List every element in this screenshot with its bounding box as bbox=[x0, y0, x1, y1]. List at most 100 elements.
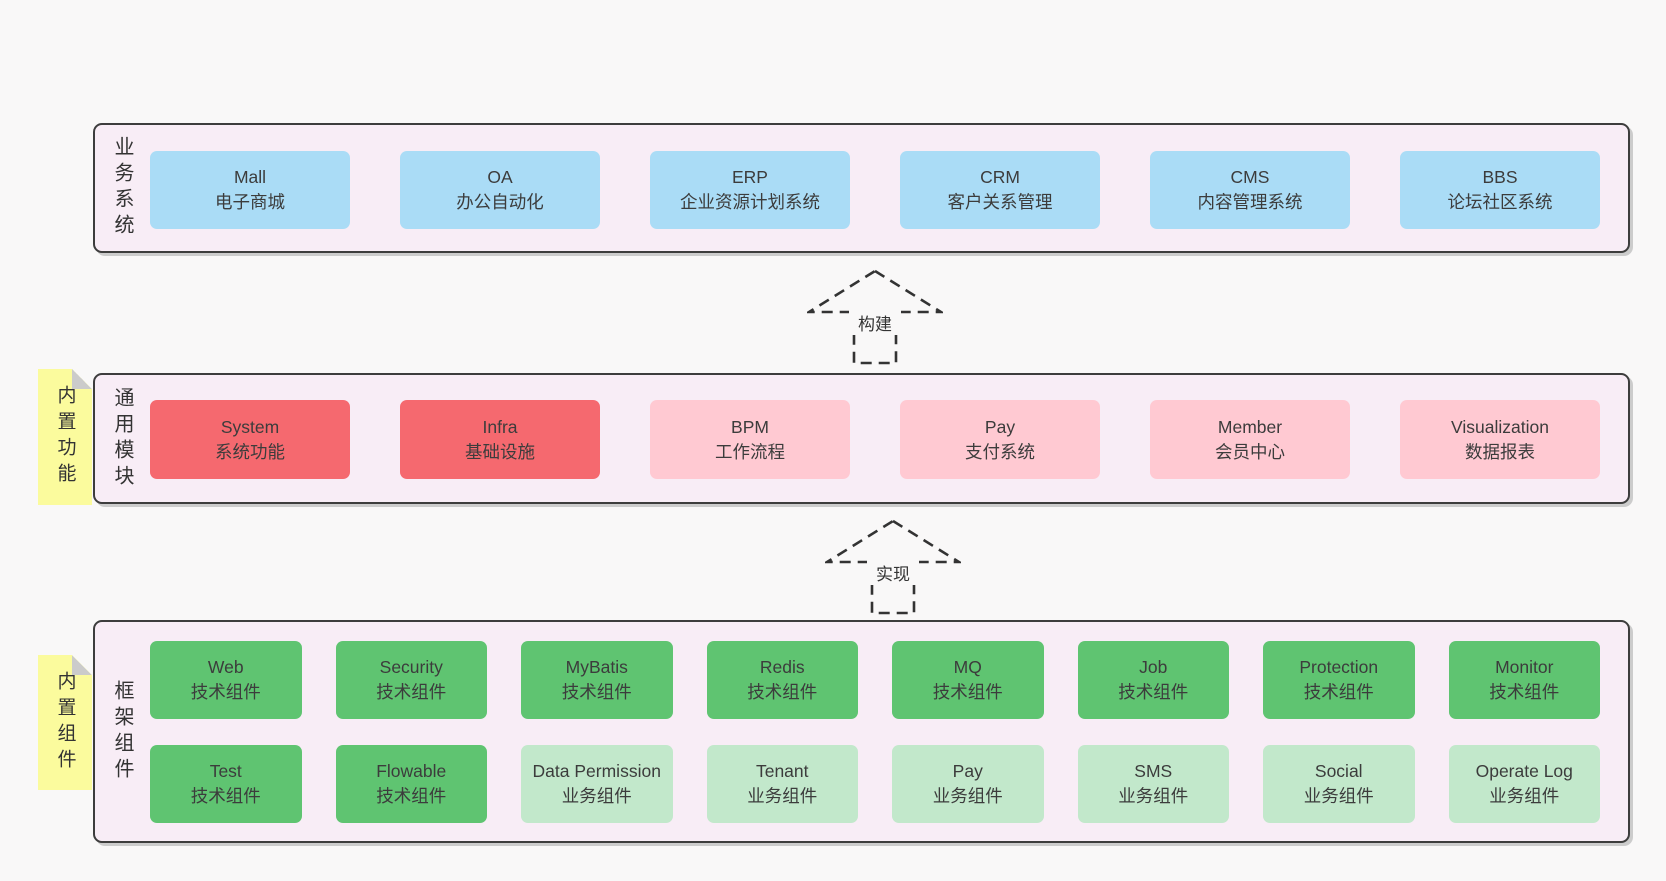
box-cms: CMS 内容管理系统 bbox=[1150, 151, 1350, 229]
box-web-desc: 技术组件 bbox=[190, 682, 261, 702]
box-member: Member 会员中心 bbox=[1150, 400, 1350, 479]
box-sms-name: SMS bbox=[1134, 761, 1173, 781]
build-arrow-label: 构建 bbox=[849, 309, 901, 335]
box-social: Social 业务组件 bbox=[1263, 745, 1415, 823]
box-test: Test 技术组件 bbox=[150, 745, 302, 823]
box-redis: Redis 技术组件 bbox=[706, 641, 858, 719]
box-security-desc: 技术组件 bbox=[376, 682, 447, 702]
business-systems-row: Mall 电子商城 OA 办公自动化 ERP 企业资源计划系统 CRM 客户关系… bbox=[150, 151, 1600, 229]
builtin-functions-note-label: 内置功能 bbox=[54, 385, 76, 489]
box-erp-desc: 企业资源计划系统 bbox=[680, 192, 820, 212]
box-bpm-desc: 工作流程 bbox=[715, 441, 785, 462]
box-pay-module-desc: 支付系统 bbox=[965, 441, 1035, 462]
box-pay-component-name: Pay bbox=[952, 761, 983, 781]
builtin-functions-note: 内置功能 bbox=[38, 369, 92, 505]
box-bbs: BBS 论坛社区系统 bbox=[1400, 151, 1600, 229]
box-web: Web 技术组件 bbox=[150, 641, 302, 719]
box-oa-desc: 办公自动化 bbox=[456, 192, 544, 212]
box-crm-desc: 客户关系管理 bbox=[947, 192, 1053, 212]
box-redis-desc: 技术组件 bbox=[747, 682, 818, 702]
box-bpm: BPM 工作流程 bbox=[650, 400, 850, 479]
box-social-name: Social bbox=[1314, 761, 1363, 781]
framework-components-section: 框架组件 Web 技术组件 Security 技术组件 MyBatis 技术组件… bbox=[93, 620, 1630, 843]
box-social-desc: 业务组件 bbox=[1303, 786, 1374, 806]
box-infra-name: Infra bbox=[482, 416, 518, 437]
box-flowable-desc: 技术组件 bbox=[376, 786, 447, 806]
implement-arrow-label: 实现 bbox=[867, 559, 919, 585]
common-modules-section-label: 通用模块 bbox=[111, 386, 133, 491]
box-pay-component-desc: 业务组件 bbox=[932, 786, 1003, 806]
business-systems-section: 业务系统 Mall 电子商城 OA 办公自动化 ERP 企业资源计划系统 CRM… bbox=[93, 123, 1630, 253]
framework-components-section-label: 框架组件 bbox=[111, 679, 133, 784]
box-sms: SMS 业务组件 bbox=[1077, 745, 1229, 823]
box-mq-desc: 技术组件 bbox=[932, 682, 1003, 702]
box-infra-desc: 基础设施 bbox=[465, 441, 535, 462]
box-protection: Protection 技术组件 bbox=[1263, 641, 1415, 719]
common-modules-section: 通用模块 System 系统功能 Infra 基础设施 BPM 工作流程 Pay… bbox=[93, 373, 1630, 504]
box-crm-name: CRM bbox=[980, 167, 1020, 187]
box-oa: OA 办公自动化 bbox=[400, 151, 600, 229]
common-modules-row: System 系统功能 Infra 基础设施 BPM 工作流程 Pay 支付系统… bbox=[150, 400, 1600, 479]
framework-components-row-2: Test 技术组件 Flowable 技术组件 Data Permission … bbox=[150, 745, 1600, 823]
box-mybatis-desc: 技术组件 bbox=[561, 682, 632, 702]
box-infra: Infra 基础设施 bbox=[400, 400, 600, 479]
builtin-components-note: 内置组件 bbox=[38, 655, 92, 790]
box-system-desc: 系统功能 bbox=[215, 441, 285, 462]
box-pay-component: Pay 业务组件 bbox=[892, 745, 1044, 823]
box-bpm-name: BPM bbox=[731, 416, 769, 437]
box-security: Security 技术组件 bbox=[335, 641, 487, 719]
box-erp: ERP 企业资源计划系统 bbox=[650, 151, 850, 229]
box-mall: Mall 电子商城 bbox=[150, 151, 350, 229]
box-mall-desc: 电子商城 bbox=[215, 192, 285, 212]
box-protection-name: Protection bbox=[1299, 657, 1379, 677]
box-operate-log-desc: 业务组件 bbox=[1489, 786, 1560, 806]
box-job: Job 技术组件 bbox=[1077, 641, 1229, 719]
box-erp-name: ERP bbox=[732, 167, 768, 187]
box-job-name: Job bbox=[1139, 657, 1168, 677]
box-data-permission-name: Data Permission bbox=[532, 761, 661, 781]
box-oa-name: OA bbox=[487, 167, 513, 187]
box-sms-desc: 业务组件 bbox=[1118, 786, 1189, 806]
box-mq-name: MQ bbox=[953, 657, 982, 677]
box-security-name: Security bbox=[379, 657, 443, 677]
box-flowable: Flowable 技术组件 bbox=[335, 745, 487, 823]
framework-components-row-1: Web 技术组件 Security 技术组件 MyBatis 技术组件 Redi… bbox=[150, 641, 1600, 719]
box-operate-log-name: Operate Log bbox=[1475, 761, 1573, 781]
builtin-components-note-label: 内置组件 bbox=[54, 670, 76, 775]
box-member-desc: 会员中心 bbox=[1215, 441, 1285, 462]
box-protection-desc: 技术组件 bbox=[1303, 682, 1374, 702]
box-crm: CRM 客户关系管理 bbox=[900, 151, 1100, 229]
box-operate-log: Operate Log 业务组件 bbox=[1448, 745, 1600, 823]
business-systems-section-label: 业务系统 bbox=[111, 136, 133, 240]
box-visualization-name: Visualization bbox=[1451, 416, 1549, 437]
box-data-permission-desc: 业务组件 bbox=[561, 786, 632, 806]
box-test-desc: 技术组件 bbox=[190, 786, 261, 806]
box-bbs-name: BBS bbox=[1482, 167, 1518, 187]
box-mybatis-name: MyBatis bbox=[565, 657, 628, 677]
box-system-name: System bbox=[220, 416, 280, 437]
box-web-name: Web bbox=[207, 657, 244, 677]
box-monitor-desc: 技术组件 bbox=[1489, 682, 1560, 702]
box-test-name: Test bbox=[209, 761, 242, 781]
box-cms-name: CMS bbox=[1230, 167, 1270, 187]
box-pay-module-name: Pay bbox=[984, 416, 1016, 437]
box-mall-name: Mall bbox=[233, 167, 267, 187]
box-member-name: Member bbox=[1217, 416, 1283, 437]
box-flowable-name: Flowable bbox=[376, 761, 447, 781]
box-mybatis: MyBatis 技术组件 bbox=[521, 641, 673, 719]
box-monitor-name: Monitor bbox=[1495, 657, 1554, 677]
box-bbs-desc: 论坛社区系统 bbox=[1447, 192, 1553, 212]
box-mq: MQ 技术组件 bbox=[892, 641, 1044, 719]
box-tenant-desc: 业务组件 bbox=[747, 786, 818, 806]
box-job-desc: 技术组件 bbox=[1118, 682, 1189, 702]
box-system: System 系统功能 bbox=[150, 400, 350, 479]
box-data-permission: Data Permission 业务组件 bbox=[521, 745, 673, 823]
box-monitor: Monitor 技术组件 bbox=[1448, 641, 1600, 719]
box-cms-desc: 内容管理系统 bbox=[1197, 192, 1303, 212]
box-pay-module: Pay 支付系统 bbox=[900, 400, 1100, 479]
box-visualization-desc: 数据报表 bbox=[1465, 441, 1535, 462]
box-tenant-name: Tenant bbox=[755, 761, 809, 781]
box-visualization: Visualization 数据报表 bbox=[1400, 400, 1600, 479]
box-redis-name: Redis bbox=[759, 657, 805, 677]
box-tenant: Tenant 业务组件 bbox=[706, 745, 858, 823]
